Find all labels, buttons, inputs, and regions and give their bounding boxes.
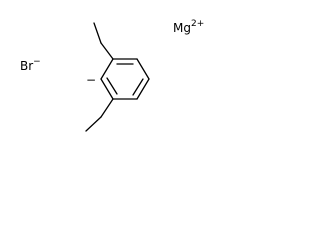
ethyl-bond bbox=[100, 98, 114, 118]
ethyl-bond bbox=[85, 116, 102, 132]
double-bond-line bbox=[132, 78, 144, 96]
magnesium-symbol: Mg bbox=[173, 21, 191, 35]
magnesium-charge: 2+ bbox=[191, 19, 204, 29]
ethyl-group-bottom bbox=[85, 98, 114, 132]
bromide-charge: − bbox=[33, 57, 41, 67]
carbanion-charge: − bbox=[86, 73, 96, 87]
ring-bond bbox=[136, 58, 150, 80]
double-bond-line bbox=[106, 77, 118, 95]
ring-bond bbox=[136, 78, 150, 100]
bromide-ion: Br− bbox=[20, 57, 41, 73]
magnesium-ion: Mg2+ bbox=[173, 19, 204, 35]
ethyl-bond bbox=[93, 22, 102, 44]
bromide-symbol: Br bbox=[20, 59, 33, 73]
benzene-ring bbox=[100, 58, 150, 100]
ring-bond bbox=[100, 58, 114, 80]
chemical-structure: Br− Mg2+ − bbox=[20, 19, 204, 132]
ethyl-bond bbox=[100, 42, 114, 60]
ring-bond bbox=[100, 78, 114, 100]
ethyl-group-top bbox=[93, 22, 114, 60]
